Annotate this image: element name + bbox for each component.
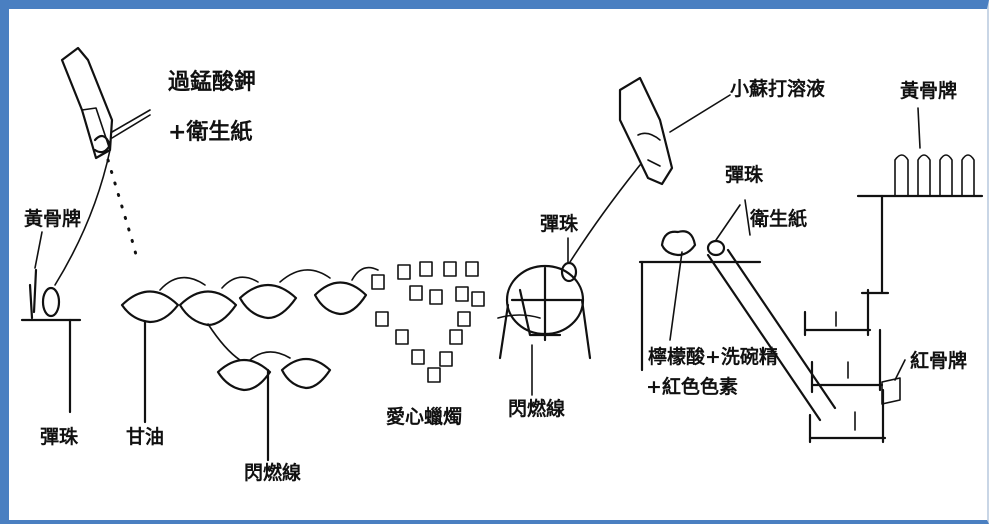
label-yellow-domino-left: 黃骨牌 [24, 208, 82, 230]
label-marble-left: 彈珠 [40, 426, 79, 448]
glycerin-bowls [120, 266, 379, 462]
left-stand [20, 268, 82, 414]
label-baking-soda: 小蘇打溶液 [730, 78, 826, 100]
label-tissue-right: 衛生紙 [750, 208, 808, 230]
label-marble-middle: 彈珠 [540, 213, 579, 235]
label-yellow-domino-right: 黃骨牌 [900, 80, 958, 102]
domino-staircase [803, 107, 984, 444]
label-potassium-permanganate: 過錳酸鉀 [168, 70, 257, 95]
permanganate-bottle [60, 46, 151, 160]
label-red-pigment: +紅色色素 [646, 376, 738, 398]
pointer-left-marble [34, 231, 43, 269]
ramp-assembly [638, 199, 837, 422]
label-fuse-middle: 閃燃線 [508, 398, 566, 420]
heart-candles [371, 261, 485, 383]
label-marble-right: 彈珠 [725, 164, 764, 186]
baking-soda-bottle [618, 76, 731, 186]
fuse-cage [497, 237, 592, 396]
label-red-domino: 紅骨牌 [910, 350, 968, 372]
string-cage-to-bottle [569, 164, 641, 263]
label-citric-acid: 檸檬酸+洗碗精 [648, 346, 778, 368]
drip-dots [106, 158, 140, 264]
label-plus-tissue: +衛生紙 [168, 120, 253, 145]
label-glycerin: 甘油 [126, 426, 165, 448]
label-fuse-left: 閃燃線 [244, 462, 302, 484]
label-heart-candles: 愛心蠟燭 [386, 406, 463, 428]
string-bottle-to-marble [54, 149, 111, 286]
